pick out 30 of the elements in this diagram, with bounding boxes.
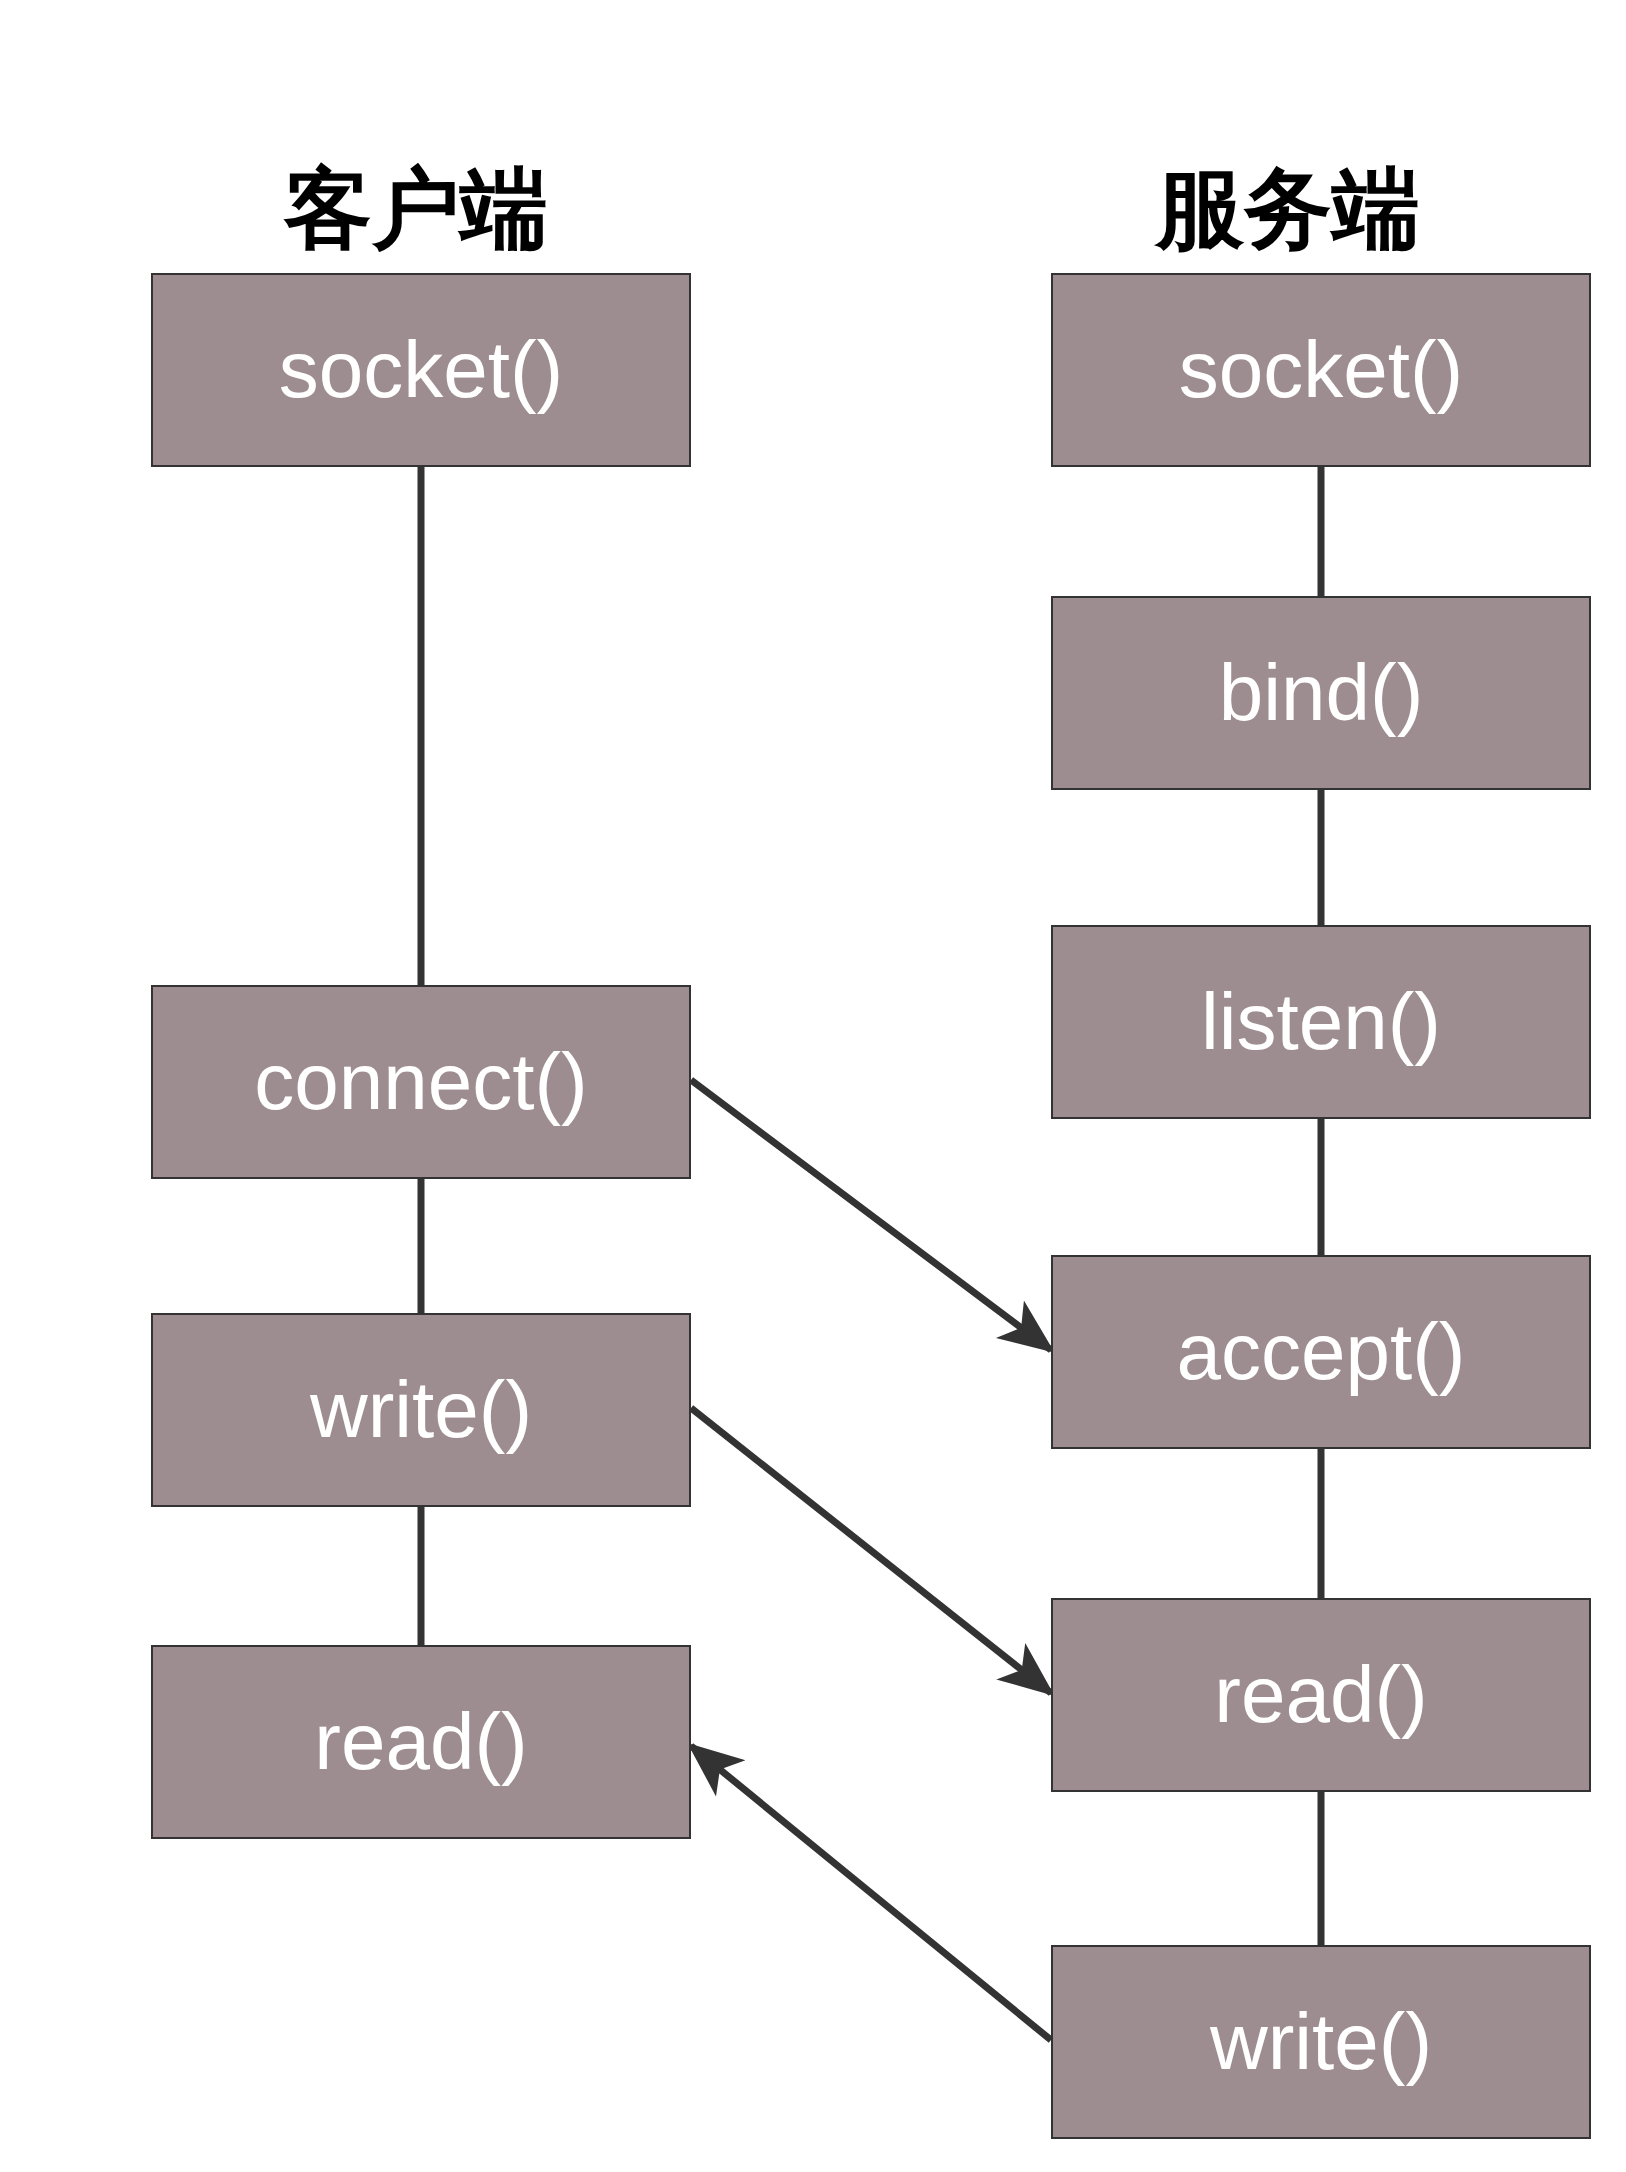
process-box <box>1051 1598 1591 1792</box>
process-box <box>1051 1945 1591 2139</box>
connector-line <box>1317 790 1325 925</box>
function-name: write() <box>309 1364 533 1456</box>
process-box <box>151 1313 691 1507</box>
connector-line <box>417 1507 425 1645</box>
connector-line <box>1317 1119 1325 1255</box>
process-box <box>1051 925 1591 1119</box>
process-box <box>1051 1255 1591 1449</box>
function-name: socket() <box>278 324 564 416</box>
connector-line <box>417 1179 425 1313</box>
function-name: connect() <box>254 1036 588 1128</box>
function-name: bind() <box>1218 647 1424 739</box>
connector-line <box>1317 1449 1325 1598</box>
process-box <box>151 985 691 1179</box>
column-heading: 客户端 <box>284 156 548 262</box>
connector-line <box>1317 1792 1325 1945</box>
connector-line <box>417 467 425 985</box>
function-name: socket() <box>1178 324 1464 416</box>
process-box <box>151 273 691 467</box>
process-box <box>1051 273 1591 467</box>
function-name: listen() <box>1200 976 1441 1068</box>
process-box <box>1051 596 1591 790</box>
connector-line <box>1317 467 1325 596</box>
process-box <box>151 1645 691 1839</box>
function-name: read() <box>314 1696 528 1788</box>
function-name: write() <box>1209 1996 1433 2088</box>
function-name: read() <box>1214 1649 1428 1741</box>
column-heading: 服务端 <box>1156 156 1420 262</box>
function-name: accept() <box>1176 1306 1466 1398</box>
